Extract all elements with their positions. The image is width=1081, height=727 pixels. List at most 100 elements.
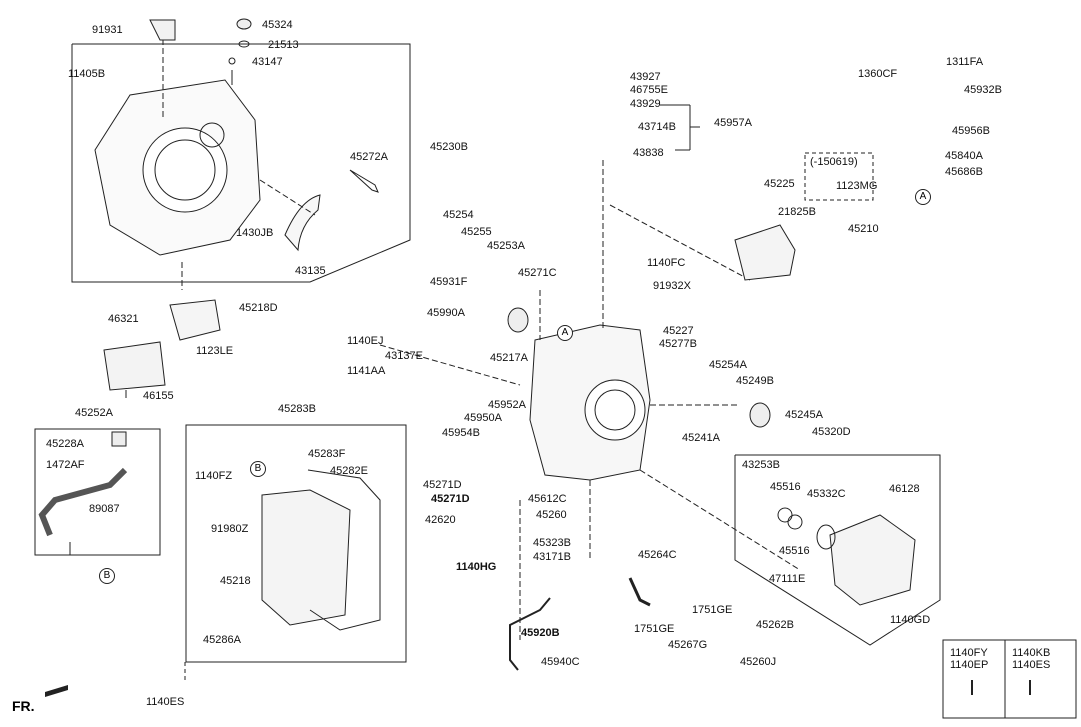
label-1140EP: 1140EP (950, 659, 989, 671)
label-1140ES: 1140ES (146, 696, 185, 708)
label-45260J: 45260J (740, 656, 777, 668)
label-1140GD: 1140GD (890, 614, 931, 626)
label-42620: 42620 (425, 514, 456, 526)
label-43929: 43929 (630, 98, 661, 110)
label-45264C: 45264C (638, 549, 677, 561)
label-45241A: 45241A (682, 432, 720, 444)
label-43171B: 43171B (533, 551, 571, 563)
label-1751GE-left: 1751GE (634, 623, 675, 635)
label-1140ES-table: 1140ES (1012, 659, 1051, 671)
label-1140FZ: 1140FZ (195, 470, 233, 482)
filter-part (103, 341, 166, 391)
bolt-table-outline (942, 639, 1077, 719)
case-box-outline (71, 43, 411, 283)
label-1360CF: 1360CF (858, 68, 898, 80)
label-45267G: 45267G (668, 639, 708, 651)
label-45272A: 45272A (350, 151, 388, 163)
label-11405B: 11405B (68, 68, 106, 80)
label-1140HG: 1140HG (456, 561, 497, 573)
label-45227: 45227 (663, 325, 694, 337)
dated-bolt-box-outline (804, 152, 874, 201)
label-45957A: 45957A (714, 117, 752, 129)
label-45255: 45255 (461, 226, 492, 238)
bracket-part (149, 19, 176, 41)
label-45217A: 45217A (490, 352, 528, 364)
label-45282E: 45282E (330, 465, 368, 477)
label-45840A: 45840A (945, 150, 983, 162)
label-45210: 45210 (848, 223, 879, 235)
label-1123MG: 1123MG (836, 180, 878, 192)
label-45940C: 45940C (541, 656, 580, 668)
label-45516-lower: 45516 (779, 545, 810, 557)
label-45932B: 45932B (964, 84, 1002, 96)
marker-b-pan: B (250, 461, 266, 477)
marker-b-hose: B (99, 568, 115, 584)
label-45686B: 45686B (945, 166, 983, 178)
label-45952A: 45952A (488, 399, 526, 411)
label-45612C: 45612C (528, 493, 567, 505)
label-1141AA: 1141AA (347, 365, 386, 377)
sensor-cable-part (509, 597, 551, 671)
label-45249B: 45249B (736, 375, 774, 387)
label-43253B: 43253B (742, 459, 780, 471)
oil-guide-part (284, 194, 321, 252)
label-45950A: 45950A (464, 412, 502, 424)
label-45277B: 45277B (659, 338, 697, 350)
side-cover-part (829, 514, 916, 606)
pipe-part (628, 577, 651, 607)
label-46755E: 46755E (630, 84, 668, 96)
label-1751GE-right: 1751GE (692, 604, 733, 616)
label-45920B: 45920B (521, 627, 560, 639)
label-43147: 43147 (252, 56, 283, 68)
label-45254A: 45254A (709, 359, 747, 371)
label-45228A: 45228A (46, 438, 84, 450)
label-43927: 43927 (630, 71, 661, 83)
label-45954B: 45954B (442, 427, 480, 439)
label-45323B: 45323B (533, 537, 571, 549)
label-45262B: 45262B (756, 619, 794, 631)
label-45230B: 45230B (430, 141, 468, 153)
marker-a-case: A (557, 325, 573, 341)
label-1140EJ: 1140EJ (347, 335, 384, 347)
label-45253A: 45253A (487, 240, 525, 252)
label-21825B: 21825B (778, 206, 816, 218)
label-1123LE: 1123LE (196, 345, 234, 357)
label-91931: 91931 (92, 24, 123, 36)
cover-box-outline (734, 454, 941, 646)
hose-part (38, 467, 128, 537)
label-1140FC: 1140FC (647, 257, 686, 269)
label-91980Z: 91980Z (211, 523, 249, 535)
label-21513: 21513 (268, 39, 299, 51)
gasket-part (307, 469, 381, 631)
label-45271C: 45271C (518, 267, 557, 279)
label-45218D: 45218D (239, 302, 278, 314)
label-45516-upper: 45516 (770, 481, 801, 493)
label-45260: 45260 (536, 509, 567, 521)
label-89087: 89087 (89, 503, 120, 515)
label-46128: 46128 (889, 483, 920, 495)
label-1140KB: 1140KB (1012, 647, 1051, 659)
label-45324: 45324 (262, 19, 293, 31)
marker-a-right: A (915, 189, 931, 205)
label-45286A: 45286A (203, 634, 241, 646)
label-45252A: 45252A (75, 407, 113, 419)
label-43714B: 43714B (638, 121, 676, 133)
oil-pan-box-outline (185, 424, 407, 663)
label-43135: 43135 (295, 265, 326, 277)
label-43838: 43838 (633, 147, 664, 159)
label-150619: (-150619) (810, 156, 858, 168)
label-43137E: 43137E (385, 350, 423, 362)
hose-box-outline (34, 428, 161, 556)
label-45931F: 45931F (430, 276, 468, 288)
label-45283B: 45283B (278, 403, 316, 415)
label-1430JB: 1430JB (236, 227, 274, 239)
label-47111E: 47111E (769, 573, 806, 585)
front-arrow-icon (45, 685, 68, 697)
label-45245A: 45245A (785, 409, 823, 421)
label-45225: 45225 (764, 178, 795, 190)
label-46155: 46155 (143, 390, 174, 402)
label-1140FY: 1140FY (950, 647, 988, 659)
oil-pan-part (261, 489, 351, 626)
label-45271D-a: 45271D (423, 479, 462, 491)
